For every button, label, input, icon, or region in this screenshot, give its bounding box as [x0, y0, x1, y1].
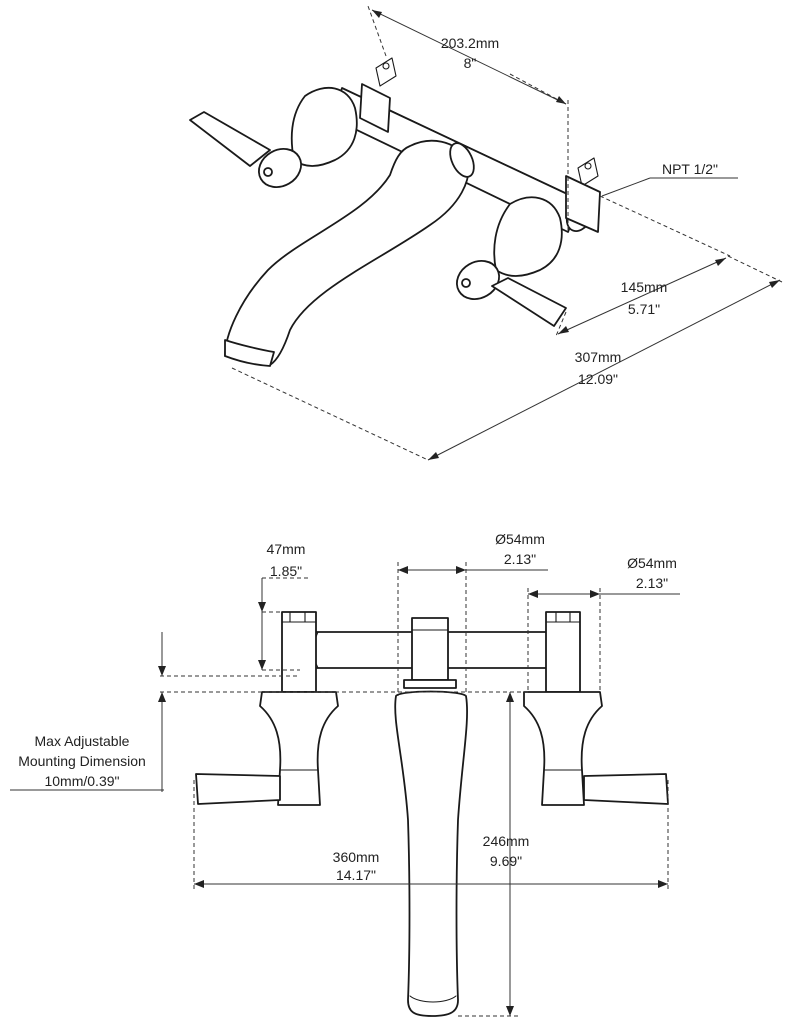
center-width-mm: 203.2mm — [441, 35, 499, 51]
handle-height-in: 1.85" — [270, 563, 302, 579]
front-faucet-view — [195, 611, 669, 1017]
spout-diameter-in: 2.13" — [504, 551, 536, 567]
spout-diameter-mm: Ø54mm — [495, 531, 545, 547]
handle-diameter-mm: Ø54mm — [627, 555, 677, 571]
depth-mm: 145mm — [621, 279, 668, 295]
handle-height-mm: 47mm — [267, 541, 306, 557]
spout-height-in: 9.69" — [490, 853, 522, 869]
overall-width-mm: 360mm — [333, 849, 380, 865]
depth-in: 5.71" — [628, 301, 660, 317]
mounting-line2: Mounting Dimension — [18, 753, 146, 769]
mounting-line3: 10mm/0.39" — [44, 773, 119, 789]
overall-length-mm: 307mm — [575, 349, 622, 365]
front-dimensions — [10, 562, 680, 1017]
overall-width-in: 14.17" — [336, 867, 376, 883]
spout-height-mm: 246mm — [483, 833, 530, 849]
top-dimensions — [231, 5, 783, 461]
center-width-in: 8" — [464, 55, 477, 71]
handle-diameter-in: 2.13" — [636, 575, 668, 591]
thread-label: NPT 1/2" — [662, 161, 718, 177]
mounting-line1: Max Adjustable — [35, 733, 130, 749]
isometric-faucet-view — [189, 57, 601, 367]
overall-length-in: 12.09" — [578, 371, 618, 387]
